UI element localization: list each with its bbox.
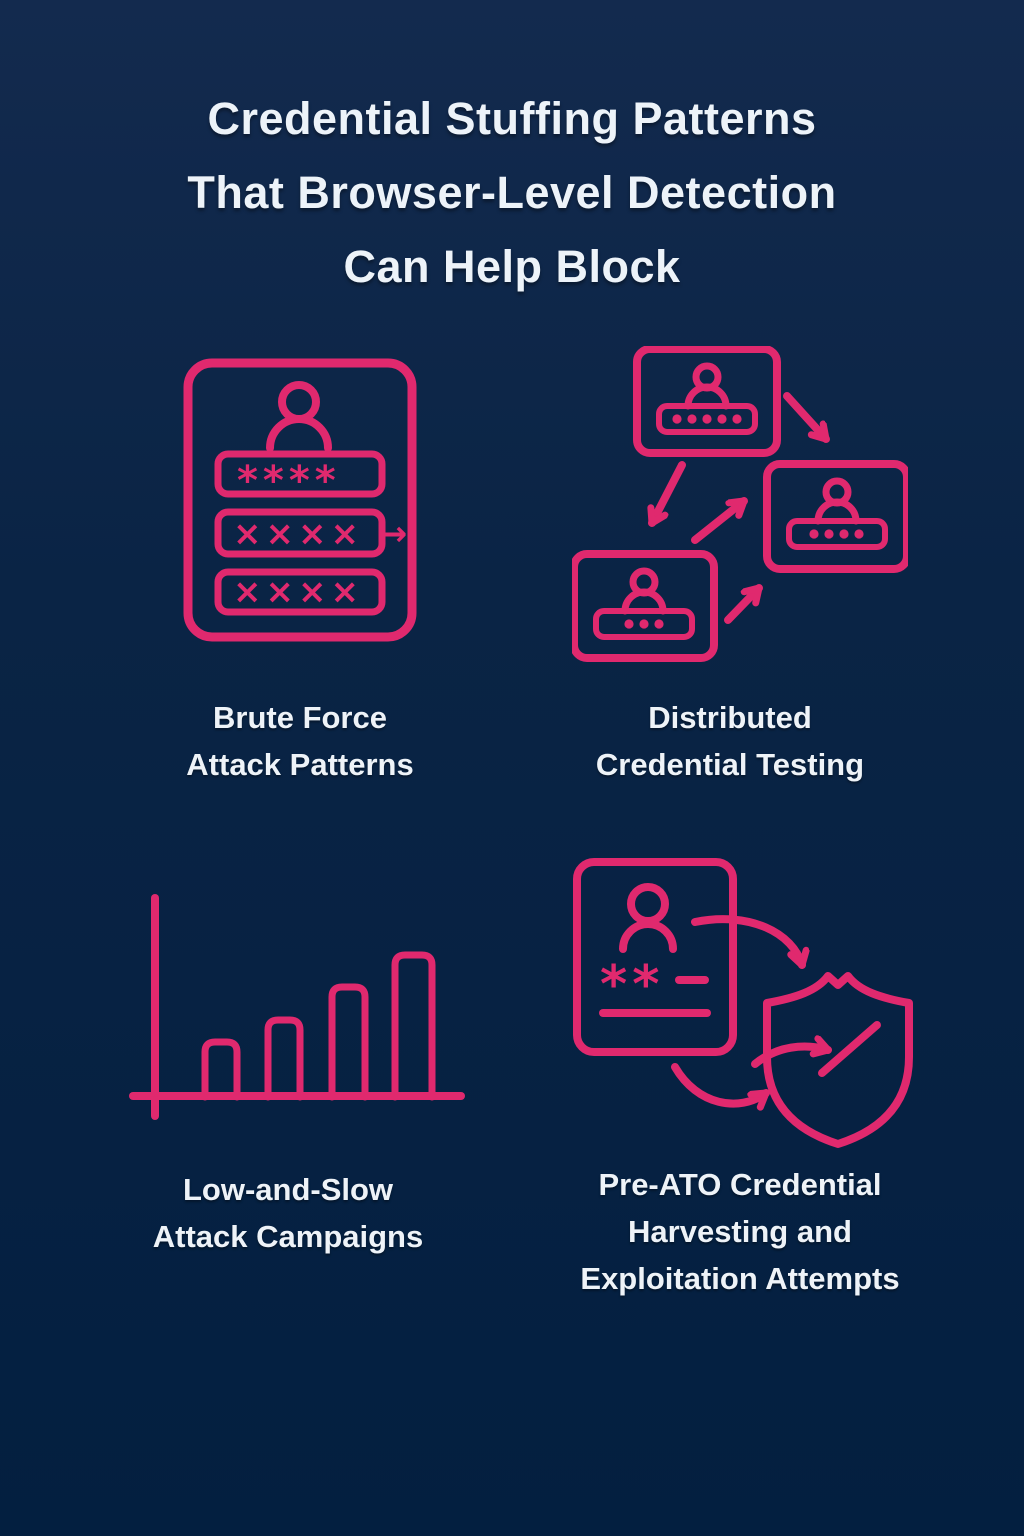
- distributed-credential-testing-icon: [572, 346, 908, 662]
- harvest-arrows: [671, 915, 832, 1104]
- password-field-2: ×××× →: [214, 508, 411, 558]
- shield-check-slash: [818, 1021, 881, 1077]
- bar-1: [201, 1038, 241, 1101]
- label-line: Attack Campaigns: [152, 1219, 424, 1254]
- login-card-top: [633, 346, 781, 457]
- credential-card: **: [573, 858, 737, 1056]
- credential-card-outline: [183, 358, 417, 642]
- label-line: Attack Patterns: [186, 747, 414, 782]
- password-field: [593, 608, 695, 640]
- bar-2: [264, 1016, 304, 1101]
- brute-force-login-form-icon: **** ×××× → ××××: [183, 358, 417, 642]
- user-icon: [266, 381, 332, 452]
- password-asterisks: ****: [237, 458, 341, 504]
- label-line: Distributed: [648, 700, 812, 735]
- title-line-2: That Browser-Level Detection: [187, 167, 837, 218]
- title-line-3: Can Help Block: [343, 241, 681, 292]
- login-card-right: [763, 460, 908, 573]
- login-card-bottom: [572, 550, 718, 662]
- arrow-top-to-bottom: [652, 461, 686, 527]
- password-dots-3: [624, 619, 664, 629]
- password-field: [656, 403, 758, 435]
- arrow-top-to-right: [783, 392, 830, 443]
- password-x: ××××: [233, 572, 363, 612]
- chart-bars: [201, 951, 436, 1101]
- credential-card-shield-icon: **: [573, 858, 913, 1148]
- brute-force-label: Brute Force Attack Patterns: [60, 694, 540, 788]
- bar-3: [328, 983, 369, 1101]
- masked-password-asterisks: **: [600, 955, 664, 1015]
- label-line: Exploitation Attempts: [580, 1261, 900, 1296]
- arrow-bottom-to-right: [724, 584, 763, 624]
- pre-ato-label: Pre-ATO Credential Harvesting and Exploi…: [520, 1161, 960, 1302]
- arrow-mid-to-right: [691, 497, 748, 544]
- infographic-title: Credential Stuffing Patterns That Browse…: [0, 82, 1024, 304]
- bar-4: [391, 951, 436, 1101]
- label-line: Credential Testing: [595, 747, 865, 782]
- arrow-into-shield: [751, 1047, 832, 1068]
- password-dots-4: [809, 529, 864, 539]
- arrow-card-to-shield: [691, 915, 802, 969]
- flow-arrows: [652, 392, 830, 624]
- label-line: Pre-ATO Credential: [598, 1167, 882, 1202]
- user-icon: [627, 883, 669, 925]
- password-field-3: ××××: [214, 568, 386, 616]
- low-and-slow-label: Low-and-Slow Attack Campaigns: [48, 1166, 528, 1260]
- arrow-bottom-curve: [671, 1063, 770, 1104]
- label-line: Harvesting and: [628, 1214, 852, 1249]
- password-field: [786, 518, 888, 550]
- password-dots-5: [672, 414, 742, 424]
- label-line: Low-and-Slow: [182, 1172, 394, 1207]
- password-field-1: ****: [214, 450, 386, 504]
- password-x-arrow: ×××× →: [233, 514, 411, 554]
- title-line-1: Credential Stuffing Patterns: [207, 93, 817, 144]
- distributed-label: Distributed Credential Testing: [500, 694, 960, 788]
- label-line: Brute Force: [213, 700, 387, 735]
- rising-bar-chart-icon: [129, 894, 465, 1120]
- shield-icon: [763, 972, 913, 1148]
